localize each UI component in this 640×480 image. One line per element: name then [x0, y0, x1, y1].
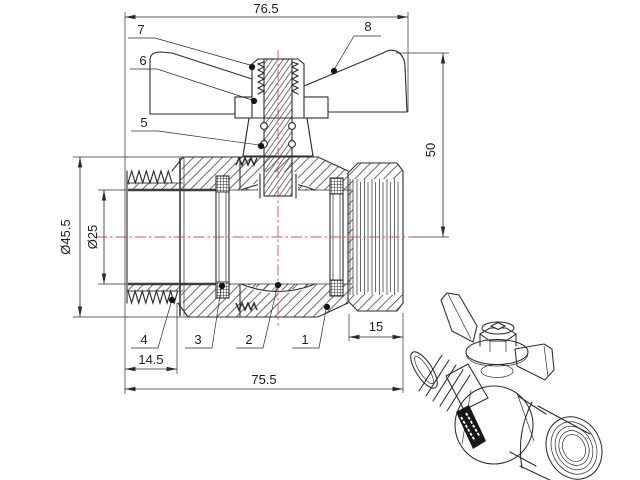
handle-wing-right [303, 49, 408, 113]
callout-3: 3 [185, 282, 226, 349]
dimension-overall-width: 76.5 [124, 1, 409, 394]
dimension-body-length: 75.5 [125, 313, 404, 393]
iso-wing-right [514, 343, 555, 381]
male-thread-tailpiece [126, 156, 241, 318]
dimension-outer-diameter: Ø45.5 [58, 156, 192, 318]
isometric-view [410, 292, 603, 480]
svg-text:3: 3 [194, 332, 201, 347]
dim-overall-width-label: 76.5 [253, 1, 278, 16]
callout-8: 8 [330, 19, 381, 75]
dimension-bore-diameter: Ø25 [85, 189, 127, 285]
svg-text:4: 4 [140, 332, 147, 347]
handle-hub-left [234, 96, 253, 119]
callout-4: 4 [131, 296, 176, 349]
iso-body [445, 363, 547, 467]
dim-outer-diameter-label: Ø45.5 [58, 219, 73, 254]
dim-body-length-label: 75.5 [251, 372, 276, 387]
body-joint-threads [235, 156, 258, 312]
iso-body-marking [456, 405, 486, 449]
female-thread-end [347, 162, 404, 312]
dimension-thread-length: 14.5 [125, 303, 178, 374]
svg-text:2: 2 [245, 332, 252, 347]
dimensions: 76.5 50 Ø45.5 Ø25 [58, 1, 449, 394]
dim-union-nut-length-label: 15 [369, 319, 383, 334]
dimension-handle-height: 50 [396, 52, 449, 237]
iso-handle [440, 292, 555, 381]
svg-text:6: 6 [139, 53, 146, 68]
iso-male-thread [410, 351, 471, 412]
callout-5: 5 [131, 115, 265, 150]
svg-text:7: 7 [137, 22, 144, 37]
svg-text:1: 1 [301, 332, 308, 347]
iso-female-nut [519, 401, 603, 480]
section-view [96, 49, 449, 326]
stem-thread-right [290, 61, 300, 95]
dim-bore-diameter-label: Ø25 [85, 225, 100, 250]
callouts: 7 6 5 8 4 3 2 1 [128, 19, 381, 349]
dim-handle-height-label: 50 [423, 143, 438, 157]
stem-o-rings [260, 122, 296, 148]
stem-thread-left [256, 61, 266, 95]
dim-thread-length-label: 14.5 [138, 352, 163, 367]
callout-2: 2 [236, 281, 282, 349]
dimension-union-nut-length: 15 [348, 314, 403, 341]
svg-text:8: 8 [364, 19, 371, 34]
butterfly-handle [149, 49, 408, 119]
callout-1: 1 [292, 303, 331, 349]
callout-6: 6 [130, 53, 258, 105]
iso-wing-left [440, 292, 478, 343]
handle-hub-right [303, 96, 329, 119]
iso-stem-square [489, 321, 507, 331]
svg-text:5: 5 [140, 115, 147, 130]
callout-7: 7 [128, 22, 256, 71]
